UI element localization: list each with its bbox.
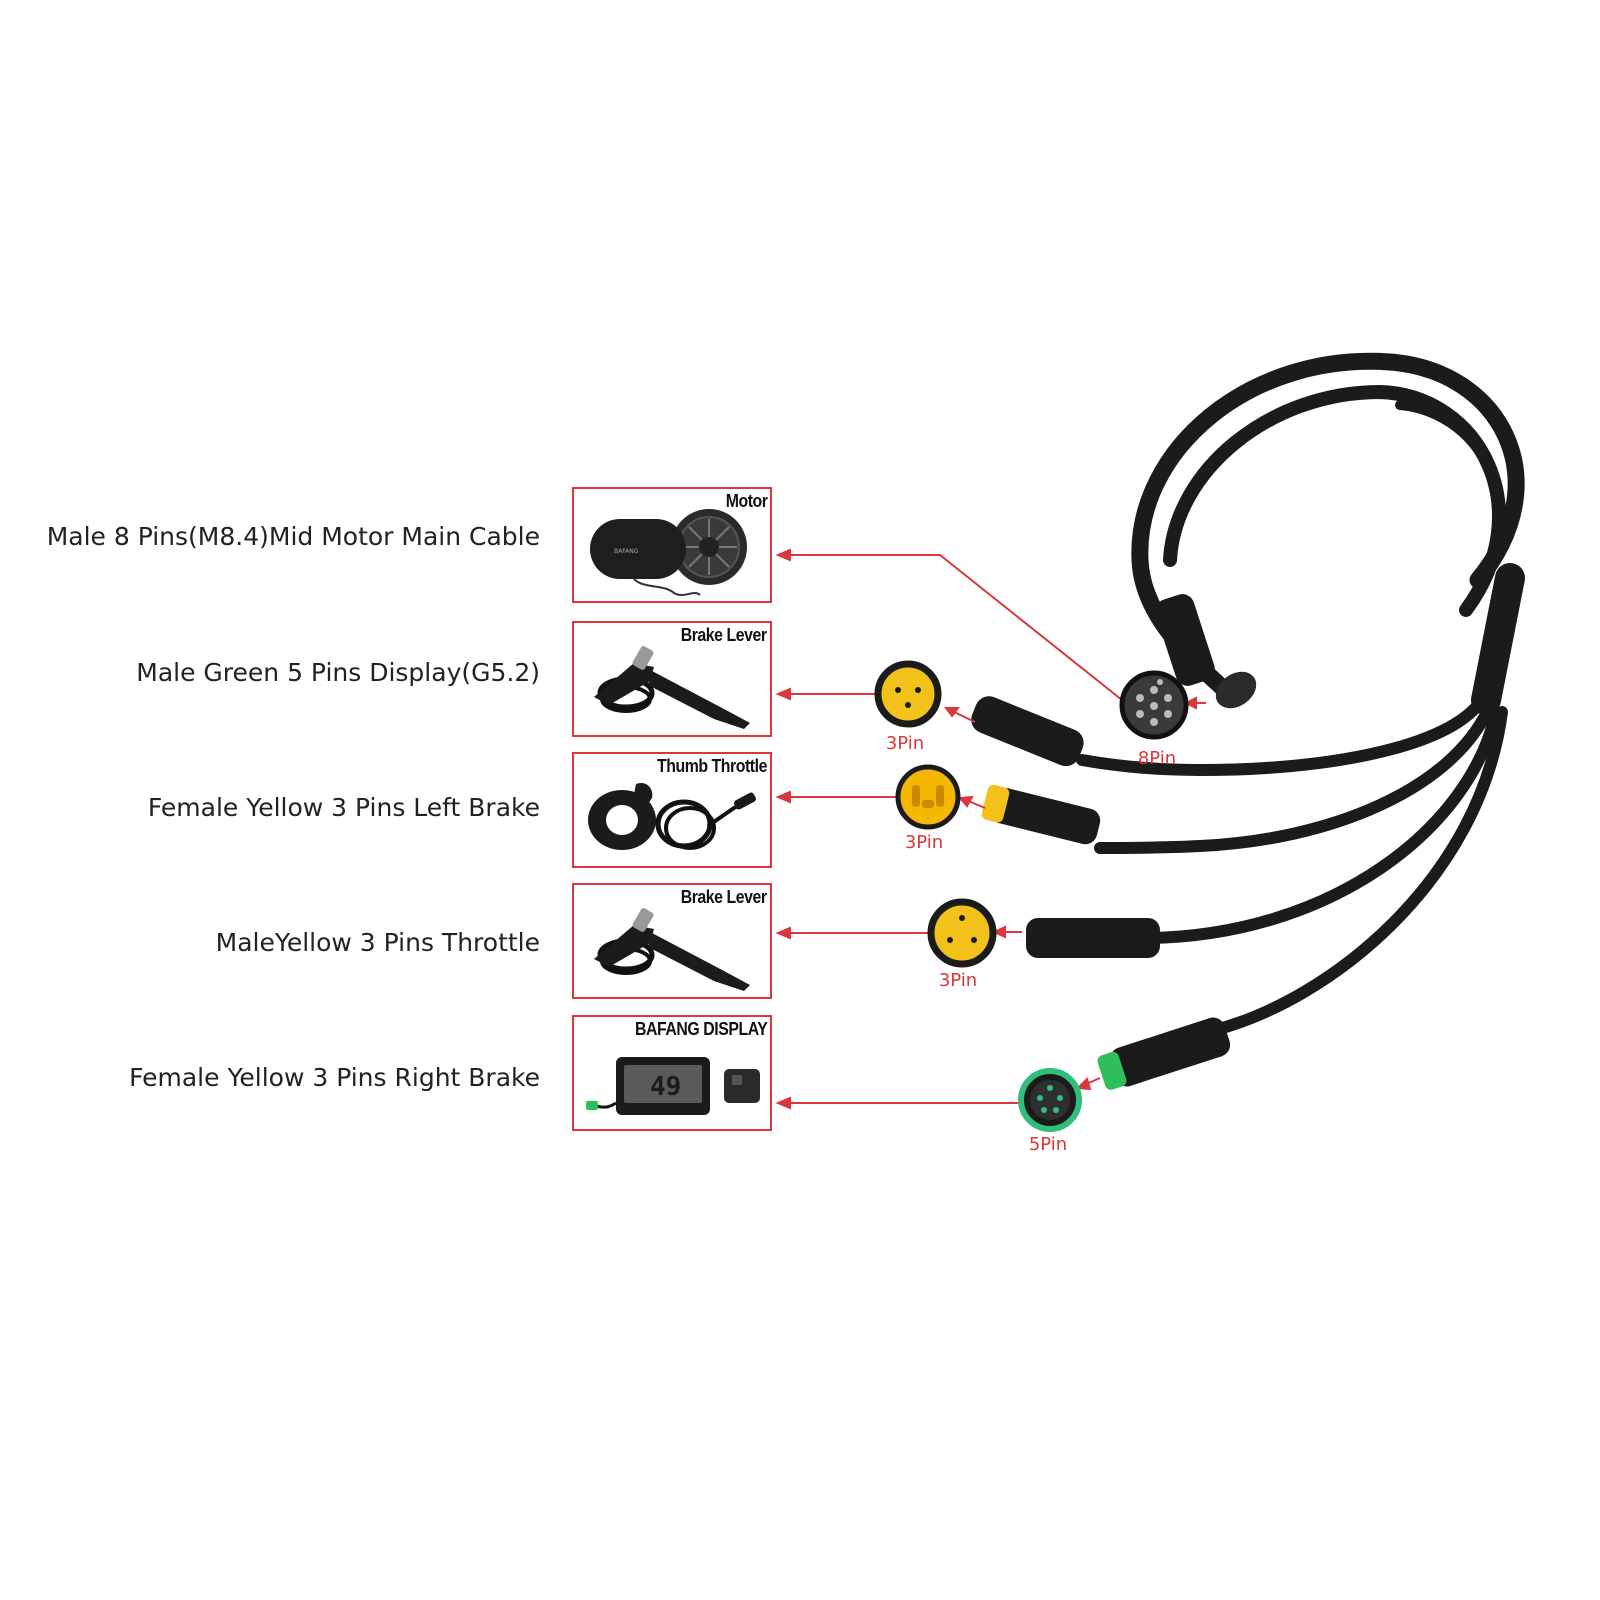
branch-cable-2: [1094, 704, 1494, 854]
branch-cable-3: [1144, 706, 1502, 944]
plug-8pin-body: [1155, 594, 1215, 686]
component-box-brake-lever-1: Brake Lever: [572, 621, 772, 737]
motor-icon: BAFANG: [590, 509, 747, 596]
component-box-thumb-throttle: Thumb Throttle: [572, 752, 772, 868]
description-throttle-cable: MaleYellow 3 Pins Throttle: [215, 928, 540, 957]
pin-label-3pin-1: 3Pin: [885, 733, 925, 754]
box-title-brake-lever-1: Brake Lever: [681, 625, 767, 645]
description-right-brake-cable: Female Yellow 3 Pins Right Brake: [129, 1063, 540, 1092]
plug-2-tip: [981, 784, 1010, 823]
plug-1-body: [971, 696, 1084, 767]
component-box-brake-lever-2: Brake Lever: [572, 883, 772, 999]
display-readout: 49: [650, 1072, 681, 1102]
plug-2-body: [989, 787, 1101, 845]
thumb-throttle-icon: [588, 782, 757, 850]
main-cable-loop: [1131, 352, 1525, 699]
main-cable-loop-3: [1395, 400, 1503, 565]
arrow-lines: [775, 548, 1206, 1110]
component-box-motor: BAFANG Motor: [572, 487, 772, 603]
connector-3pin-2-face: [895, 764, 961, 830]
arrow-line-motor: [778, 554, 1123, 701]
svg-text:BAFANG: BAFANG: [614, 548, 639, 555]
pin-label-8pin: 8Pin: [1137, 748, 1177, 769]
box-title-bafang-display: BAFANG DISPLAY: [634, 1019, 768, 1039]
description-left-brake-cable: Female Yellow 3 Pins Left Brake: [147, 793, 540, 822]
plug-4-body: [1109, 1017, 1231, 1087]
description-display-cable: Male Green 5 Pins Display(G5.2): [136, 658, 540, 687]
branch-cable-1: [1076, 699, 1484, 777]
component-box-bafang-display: 49 BAFANG DISPLAY: [572, 1015, 772, 1131]
box-title-brake-lever-2: Brake Lever: [681, 887, 767, 907]
pin-label-3pin-2: 3Pin: [904, 832, 944, 853]
pin-label-5pin: 5Pin: [1028, 1134, 1068, 1155]
plug-4-tip: [1097, 1051, 1127, 1090]
plug-3-body: [1026, 918, 1160, 958]
plug-8pin-end: [1215, 671, 1257, 709]
description-motor-cable: Male 8 Pins(M8.4)Mid Motor Main Cable: [46, 522, 540, 551]
box-title-thumb-throttle: Thumb Throttle: [657, 756, 767, 776]
branch-cable-4: [1209, 706, 1508, 1036]
connector-3pin-3-face: [927, 898, 997, 968]
brake-lever-icon: [594, 646, 750, 729]
pin-label-3pin-3: 3Pin: [938, 970, 978, 991]
connector-3pin-1-face: [874, 660, 942, 728]
display-icon: 49: [586, 1057, 760, 1115]
brake-lever-icon: [594, 908, 750, 991]
box-title-motor: Motor: [725, 491, 767, 511]
connector-faces: [874, 660, 1189, 1132]
splitter-body: [1471, 563, 1525, 715]
